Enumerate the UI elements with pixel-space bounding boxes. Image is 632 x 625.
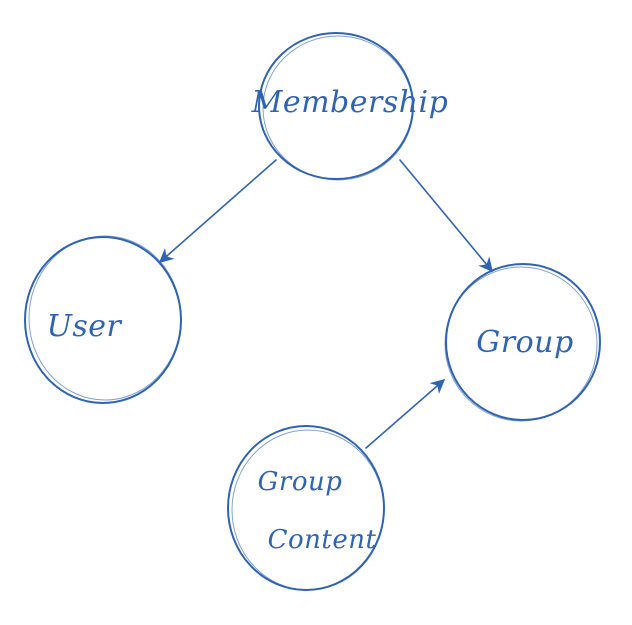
node-user: User: [24, 235, 182, 404]
node-membership-label: Membership: [251, 85, 449, 120]
node-group-label: Group: [476, 325, 573, 360]
edge-membership-to-user: [158, 159, 277, 263]
node-user-label: User: [47, 309, 123, 344]
node-group-content-label-line2: Content: [268, 525, 377, 555]
edge-membership-to-group: [399, 159, 493, 273]
edge-group-content-to-group: [365, 379, 446, 449]
node-group-content-label-line1: Group: [258, 467, 343, 497]
node-membership: Membership: [251, 32, 449, 181]
node-group: Group: [444, 263, 601, 422]
node-group-content: Group Content: [227, 425, 385, 591]
